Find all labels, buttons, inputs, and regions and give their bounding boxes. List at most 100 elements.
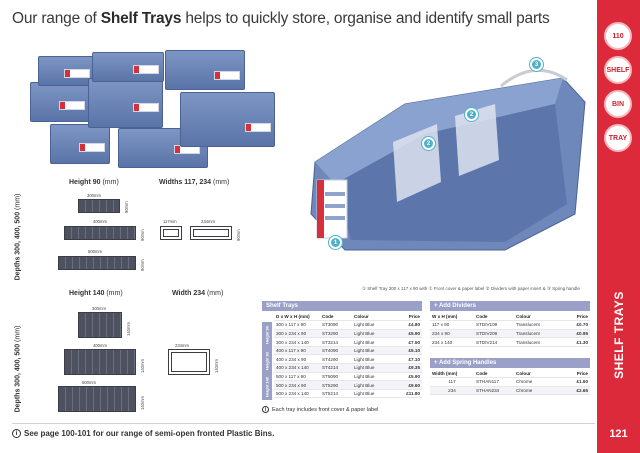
col-header: Code (474, 312, 514, 322)
dim-500: 500mm (82, 380, 96, 385)
dim-90: 90mm (236, 229, 241, 241)
table-title: + Add Dividers (430, 301, 590, 311)
dividers-table: + Add Dividers W x H (mm) Code Colour Pr… (430, 301, 590, 351)
tray-illustration (310, 68, 586, 251)
col-header: Colour (352, 312, 388, 322)
drawing-end-117 (160, 226, 182, 240)
handles-table: + Add Spring Handles Width (mm) Code Col… (430, 358, 590, 400)
drawing-300-140 (78, 312, 122, 338)
drawing-500-140 (58, 386, 136, 412)
table-header-row: Width (mm) Code Colour Price (430, 369, 590, 379)
info-icon: i (262, 406, 269, 413)
hotspot-1[interactable]: 1 (329, 236, 342, 249)
hotspot-2b[interactable]: 2 (465, 108, 478, 121)
dim-140: 140mm (126, 322, 131, 336)
dim-400: 400mm (93, 343, 107, 348)
width-heading: Width 234 (mm) (172, 290, 224, 297)
drawing-end-234 (190, 226, 232, 240)
drawing-400-90 (64, 226, 136, 240)
col-header: Colour (514, 312, 554, 322)
headline-suffix: helps to quickly store, organise and ide… (181, 10, 550, 27)
depths-label-140: Depths 300, 400, 500 (mm) (14, 325, 22, 413)
shelf-trays-table: Shelf Trays Height 90 Height 90 Height 1… (262, 301, 422, 401)
footer-divider (12, 423, 595, 424)
col-header: Code (320, 312, 352, 322)
table-header-row: W x H (mm) Code Colour Price (430, 312, 590, 322)
tray-image (50, 124, 110, 164)
dim-140: 140mm (214, 359, 219, 373)
drawing-300-90 (78, 199, 120, 213)
table-header-row: D x W x H (mm) Code Colour Price (274, 312, 422, 322)
group-label: Height 90 (262, 322, 272, 348)
dim-140: 140mm (140, 396, 145, 410)
dim-234: 234mm (175, 343, 189, 348)
dim-300: 300mm (87, 193, 101, 198)
stacked-trays-photo (30, 48, 285, 173)
col-header: W x H (mm) (430, 312, 474, 322)
page-headline: Our range of Shelf Trays helps to quickl… (12, 10, 550, 28)
dim-140: 140mm (140, 359, 145, 373)
dim-90: 90mm (140, 229, 145, 241)
tray-image (180, 92, 275, 147)
tray-image (30, 82, 90, 122)
group-label: Height 140 (262, 374, 272, 400)
col-header: Price (554, 369, 590, 379)
featured-tray-photo: 1 2 2 3 (305, 58, 593, 256)
info-icon: i (12, 429, 21, 439)
feature-badge-1: 110 (604, 22, 632, 50)
depths-label-90: Depths 300, 400, 500 (mm) (14, 193, 22, 281)
drawing-500-90 (58, 256, 136, 270)
table-title: Shelf Trays (262, 301, 422, 311)
feature-badge-3: BIN (604, 90, 632, 118)
height-90-heading: Height 90 (mm) (69, 179, 119, 186)
col-header: Price (388, 312, 422, 322)
dim-300: 300mm (92, 306, 106, 311)
table-title: + Add Spring Handles (430, 358, 590, 368)
height-140-heading: Height 140 (mm) (69, 290, 123, 297)
col-header: Code (474, 369, 514, 379)
tray-image (88, 78, 163, 128)
hotspot-3[interactable]: 3 (530, 58, 543, 71)
hotspot-2a[interactable]: 2 (422, 137, 435, 150)
col-header: D x W x H (mm) (274, 312, 320, 322)
dim-117: 117mm (163, 219, 177, 224)
headline-bold: Shelf Trays (100, 10, 182, 27)
widths-heading: Widths 117, 234 (mm) (159, 179, 230, 186)
drawing-end-234-140 (168, 349, 210, 375)
dim-500: 500mm (88, 249, 102, 254)
dim-90: 90mm (124, 201, 129, 213)
page-number: 121 (609, 428, 628, 440)
tray-image (38, 56, 93, 86)
drawing-400-140 (64, 349, 136, 375)
group-label: Height 90 (262, 348, 272, 374)
headline-prefix: Our range of (12, 10, 101, 27)
feature-badge-4: TRAY (604, 124, 632, 152)
feature-badge-2: SHELF (604, 56, 632, 84)
section-label: SHELF TRAYS (612, 291, 626, 379)
shelf-trays-grid: D x W x H (mm) Code Colour Price 300 x 1… (274, 312, 422, 399)
dim-400: 400mm (93, 219, 107, 224)
tray-image (165, 50, 245, 90)
col-header: Price (554, 312, 590, 322)
photo-caption: ① Shelf Tray 300 x 117 x 90 with ① Front… (362, 286, 580, 291)
dim-90: 90mm (140, 259, 145, 271)
dim-234: 234mm (201, 219, 215, 224)
col-header: Width (mm) (430, 369, 474, 379)
col-header: Colour (514, 369, 554, 379)
